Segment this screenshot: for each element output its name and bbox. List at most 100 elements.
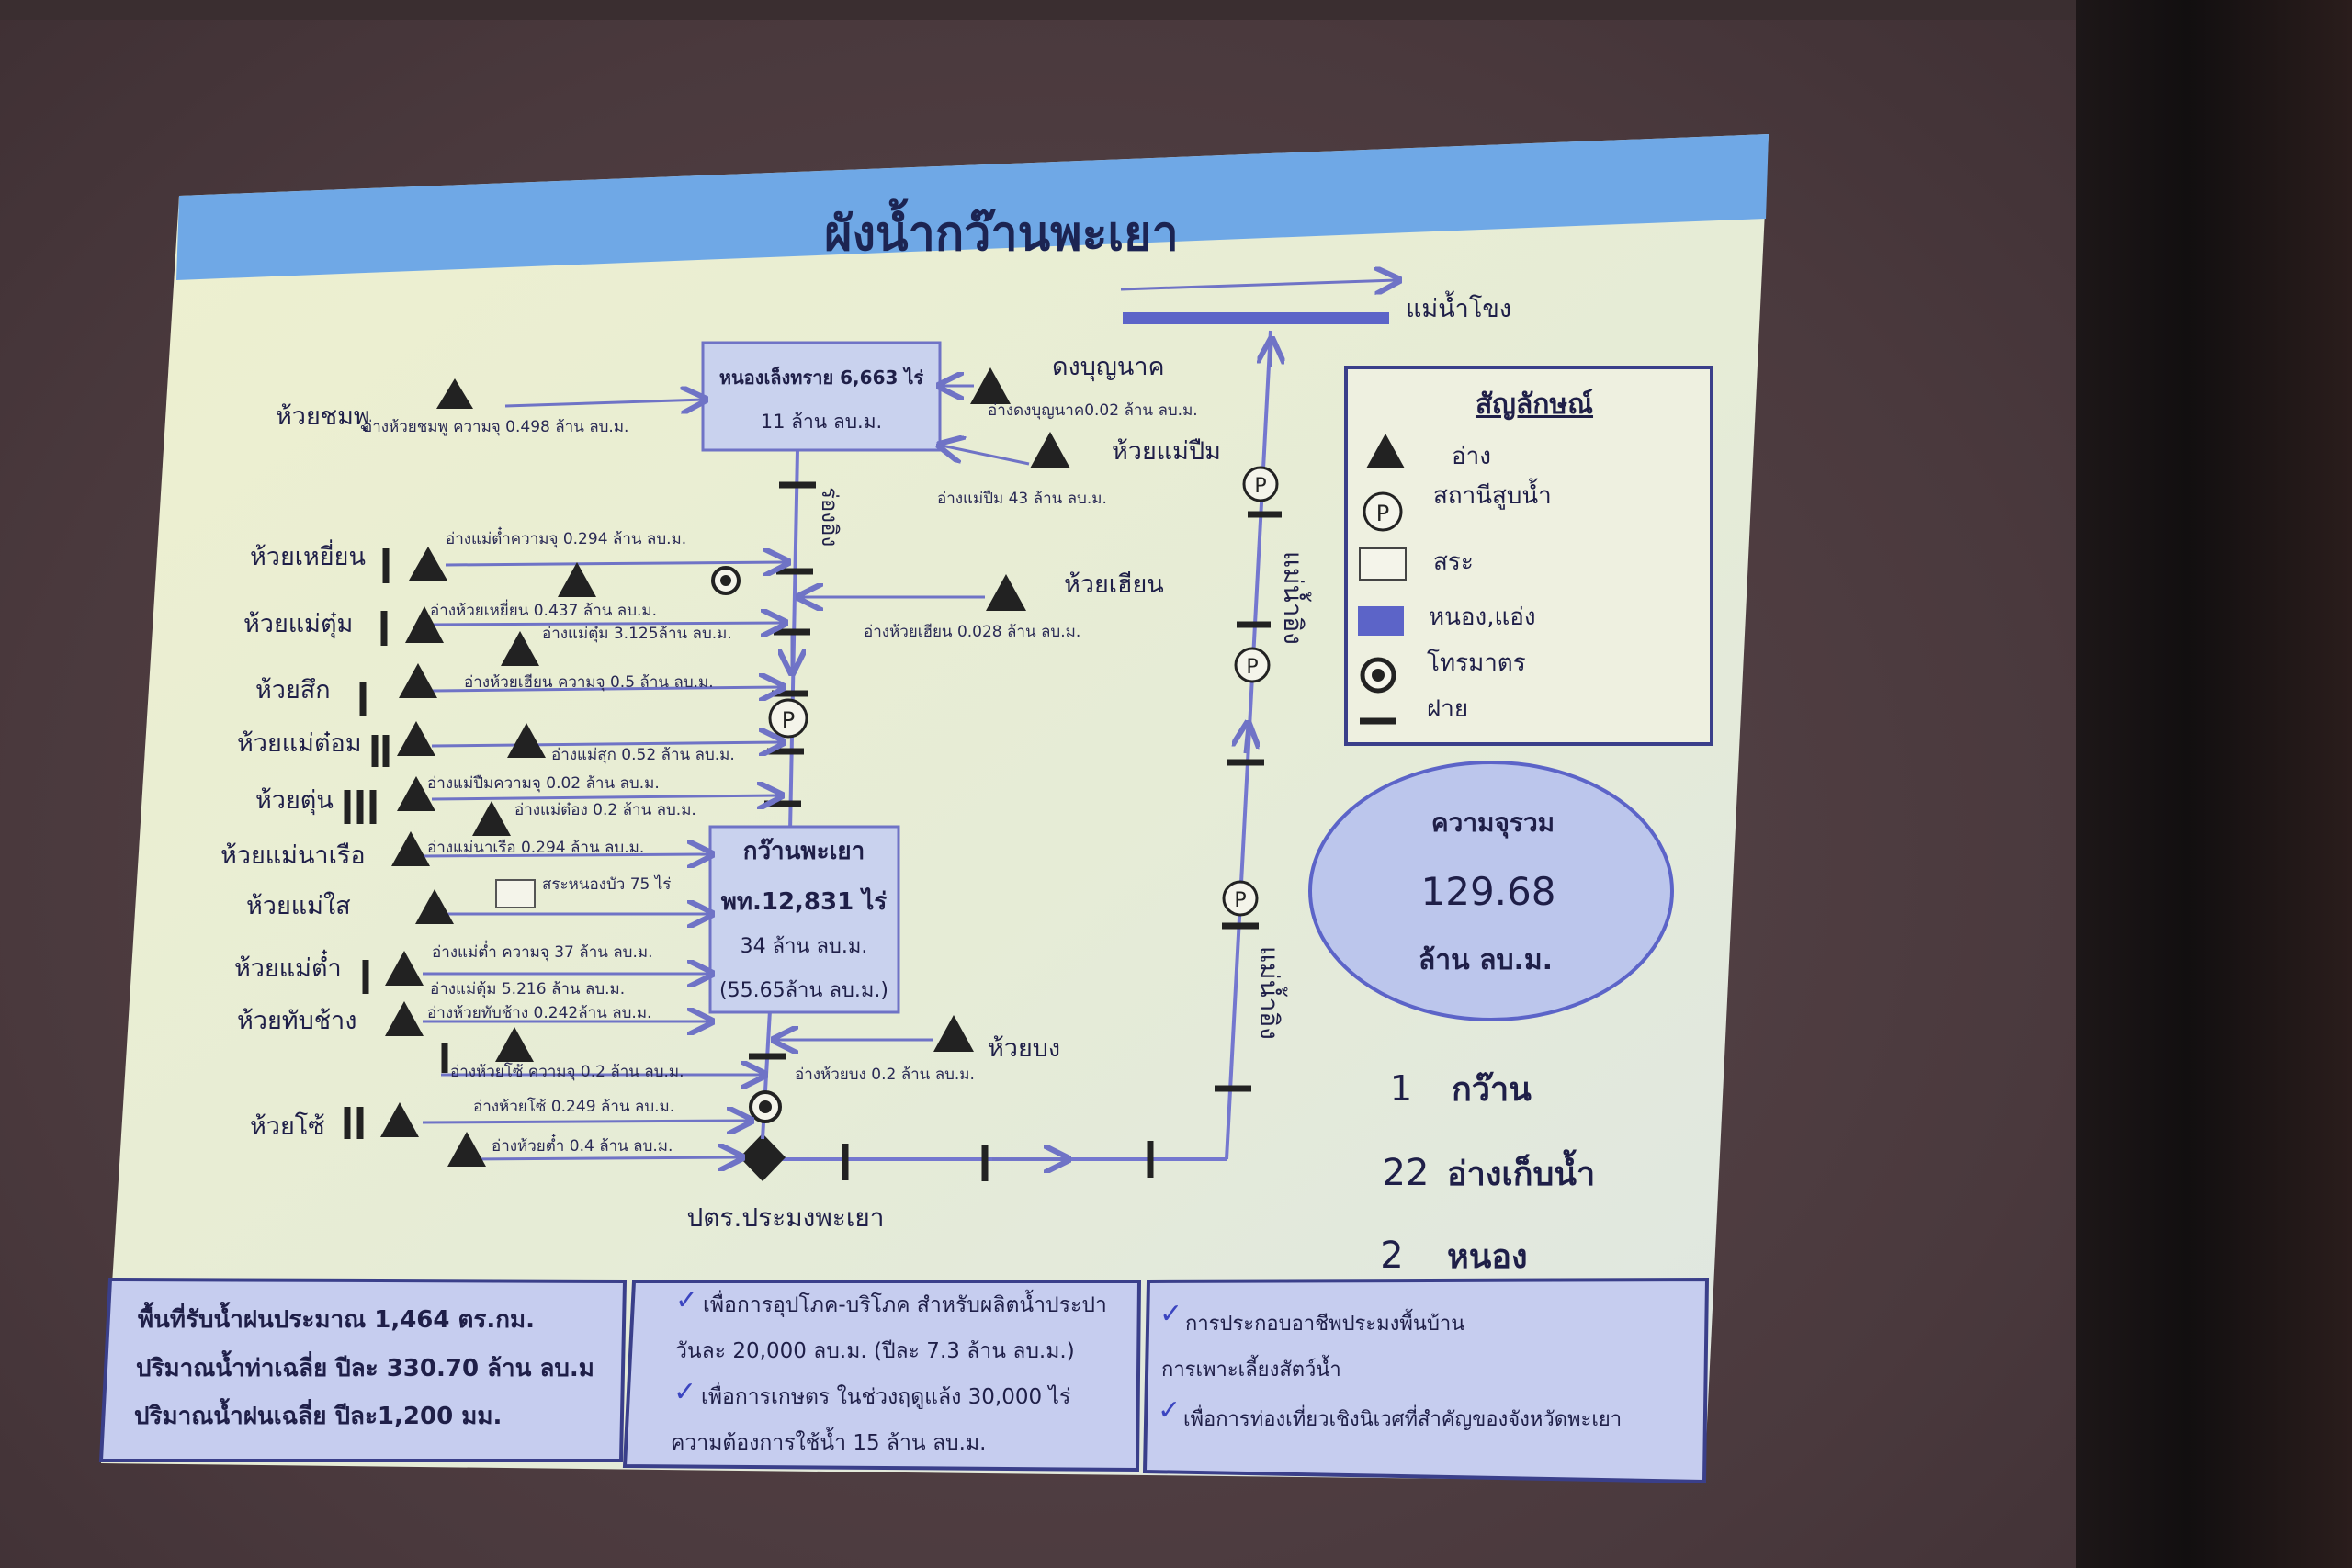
stream-label: ห้วยทับช้าง <box>237 1007 356 1035</box>
reservoir-note: อ่างแม่ต๋ำ ความจุ 37 ล้าน ลบ.ม. <box>432 940 653 962</box>
legend-item: หนอง,แอ่ง <box>1429 604 1536 631</box>
stream-label: ห้วยแม่ตุ๋ม <box>243 610 353 639</box>
svg-text:P: P <box>1376 501 1389 526</box>
check-icon: ✓ <box>1159 1298 1182 1330</box>
stream-label: ห้วยแม่ใส <box>246 891 351 920</box>
stream-label: ห้วยแม่ปืม <box>1112 437 1221 466</box>
reservoir-icon <box>1030 432 1070 468</box>
footer-panel-3 <box>1142 1277 1710 1484</box>
reservoir-note: อ่างห้วยเฮียน 0.028 ล้าน ลบ.ม. <box>864 623 1080 641</box>
legend-lake-icon <box>1358 606 1404 636</box>
reservoir-icon <box>380 378 596 1167</box>
footer-text: เพื่อการเกษตร ในช่วงฤดูแล้ง 30,000 ไร่ <box>701 1382 1070 1409</box>
capacity-unit: ล้าน ลบ.ม. <box>1419 944 1553 976</box>
reservoir-note: อ่างแม่สุก 0.52 ล้าน ลบ.ม. <box>551 746 735 764</box>
stream-label: ห้วยบง <box>988 1034 1060 1063</box>
reservoir-note: อ่างแม่ต๋ำความจุ 0.294 ล้าน ลบ.ม. <box>446 526 686 548</box>
reservoir-note: อ่างแม่ปืม 43 ล้าน ลบ.ม. <box>937 490 1107 508</box>
footer-text: ปริมาณน้ำฝนเฉลี่ย ปีละ1,200 มม. <box>134 1397 502 1430</box>
stream-label: ห้วยแม่ต๋ำ <box>234 950 342 983</box>
count-number: 22 <box>1383 1152 1430 1194</box>
title-band <box>176 134 1769 280</box>
svg-text:P: P <box>1234 889 1246 912</box>
stream-label: ห้วยสึก <box>255 676 331 705</box>
legend-item: อ่าง <box>1452 443 1491 470</box>
footer-panel-1 <box>98 1277 628 1462</box>
nong-leng-sai-line1: หนองเล็งทราย 6,663 ไร่ <box>719 366 924 389</box>
stream-label: ห้วยชมพู <box>276 402 370 431</box>
reservoir-note: อ่างห้วยโซ้ 0.249 ล้าน ลบ.ม. <box>473 1097 674 1116</box>
footer-text: เพื่อการอุปโภค-บริโภค สำหรับผลิตน้ำประปา <box>703 1290 1107 1317</box>
capacity-ellipse <box>1308 761 1674 1021</box>
count-number: 1 <box>1390 1068 1412 1109</box>
reservoir-note: อ่างแม่ตุ๋ม 3.125ล้าน ลบ.ม. <box>542 625 732 643</box>
reservoir-note: อ่างห้วยทับช้าง 0.242ล้าน ลบ.ม. <box>427 1004 651 1022</box>
footer-text: ปริมาณน้ำท่าเฉลี่ย ปีละ 330.70 ล้าน ลบ.ม <box>136 1349 594 1382</box>
check-icon: ✓ <box>1158 1394 1181 1427</box>
legend-reservoir-icon <box>1366 434 1405 468</box>
reservoir-note: อ่างห้วยต๋ำ 0.4 ล้าน ลบ.ม. <box>492 1134 673 1156</box>
kwan-phayao-line1: กว๊านพะเยา <box>743 838 865 865</box>
river-right-lower-label: แม่น้ำอิง <box>1254 946 1288 1040</box>
stream-label: ดงบุญนาค <box>1052 353 1165 382</box>
stream-label: ห้วยเฮียน <box>1064 570 1164 599</box>
legend-item: สระ <box>1433 548 1474 576</box>
kwan-phayao-line4: (55.65ล้าน ลบ.ม.) <box>719 979 888 1002</box>
mekong-river-bar <box>1123 312 1389 324</box>
count-label: อ่างเก็บน้ำ <box>1447 1149 1595 1193</box>
nong-leng-sai-line2: 11 ล้าน ลบ.ม. <box>761 411 882 433</box>
legend-item: ฝาย <box>1427 695 1468 723</box>
pump-station-icon: P <box>1222 880 1259 917</box>
legend-box <box>1344 366 1713 746</box>
telemetry-icon <box>749 1090 782 1123</box>
capacity-value: 129.68 <box>1421 869 1556 914</box>
nong-leng-sai-box <box>701 341 942 452</box>
pump-station-icon: P <box>768 698 808 739</box>
reservoir-note: อ่างห้วยชมพู ความจุ 0.498 ล้าน ลบ.ม. <box>363 418 628 436</box>
reservoir-note: อ่างแม่นาเรือ 0.294 ล้าน ลบ.ม. <box>427 839 644 857</box>
count-number: 2 <box>1380 1235 1403 1277</box>
stream-label: ห้วยตุ่น <box>255 786 334 816</box>
reservoir-note: อ่างแม่ต๋อง 0.2 ล้าน ลบ.ม. <box>514 801 696 819</box>
pump-station-icon: P <box>1234 647 1271 683</box>
outlet-gate-icon <box>740 1134 786 1181</box>
reservoir-note: อ่างห้วยโซ้ ความจุ 0.2 ล้าน ลบ.ม. <box>450 1062 684 1081</box>
footer-text: ความต้องการใช้น้ำ 15 ล้าน ลบ.ม. <box>671 1427 986 1455</box>
count-label: หนอง <box>1447 1238 1528 1276</box>
footer-text: เพื่อการท่องเที่ยวเชิงนิเวศที่สำคัญของจั… <box>1183 1404 1622 1431</box>
stream-label: ห้วยเหยี่ยน <box>250 539 366 571</box>
check-icon: ✓ <box>675 1284 698 1316</box>
svg-text:P: P <box>782 707 795 733</box>
svg-text:P: P <box>1246 656 1258 679</box>
reservoir-icon <box>970 367 1011 404</box>
channel-vertical-label: ร่องอิง <box>817 487 842 547</box>
reservoir-note: อ่างแม่ตุ้ม 5.216 ล้าน ลบ.ม. <box>430 980 625 998</box>
legend-pond-icon <box>1359 547 1407 581</box>
slide-title: ผังน้ำกว๊านพะเยา <box>824 198 1179 262</box>
river-top-label: แม่น้ำโขง <box>1406 290 1511 323</box>
legend-item: สถานีสูบน้ำ <box>1433 478 1552 510</box>
dark-wall <box>2076 0 2352 1568</box>
reservoir-note: อ่างแม่ปืมความจุ 0.02 ล้าน ลบ.ม. <box>427 774 660 793</box>
outlet-label: ปตร.ประมงพะเยา <box>686 1202 884 1233</box>
footer-text: วันละ 20,000 ลบ.ม. (ปีละ 7.3 ล้าน ลบ.ม.) <box>675 1339 1075 1363</box>
reservoir-note: อ่างดงบุญนาค0.02 ล้าน ลบ.ม. <box>988 401 1198 420</box>
reservoir-note: สระหนองบัว 75 ไร่ <box>542 874 671 894</box>
stream-label: ห้วยแม่ต๋อม <box>237 729 362 758</box>
legend-title: สัญลักษณ์ <box>1476 389 1593 421</box>
count-label: กว๊าน <box>1452 1071 1532 1109</box>
kwan-phayao-line2: พท.12,831 ไร่ <box>721 886 888 916</box>
river-right-upper-label: แม่น้ำอิง <box>1278 551 1312 645</box>
footer-panel-2 <box>622 1280 1142 1472</box>
legend-pump-icon: P <box>1363 491 1403 532</box>
telemetry-icon <box>711 566 741 595</box>
legend-item: โทรมาตร <box>1427 649 1526 677</box>
reservoir-note: อ่างห้วยบง 0.2 ล้าน ลบ.ม. <box>795 1066 975 1084</box>
stream-label: ห้วยโซ้ <box>250 1112 325 1141</box>
reservoir-icon <box>986 574 1026 611</box>
footer-text: การประกอบอาชีพประมงพื้นบ้าน <box>1185 1309 1464 1336</box>
weir-icon <box>344 548 448 1139</box>
capacity-label: ความจุรวม <box>1431 807 1555 839</box>
screen-top-edge <box>0 0 2086 20</box>
